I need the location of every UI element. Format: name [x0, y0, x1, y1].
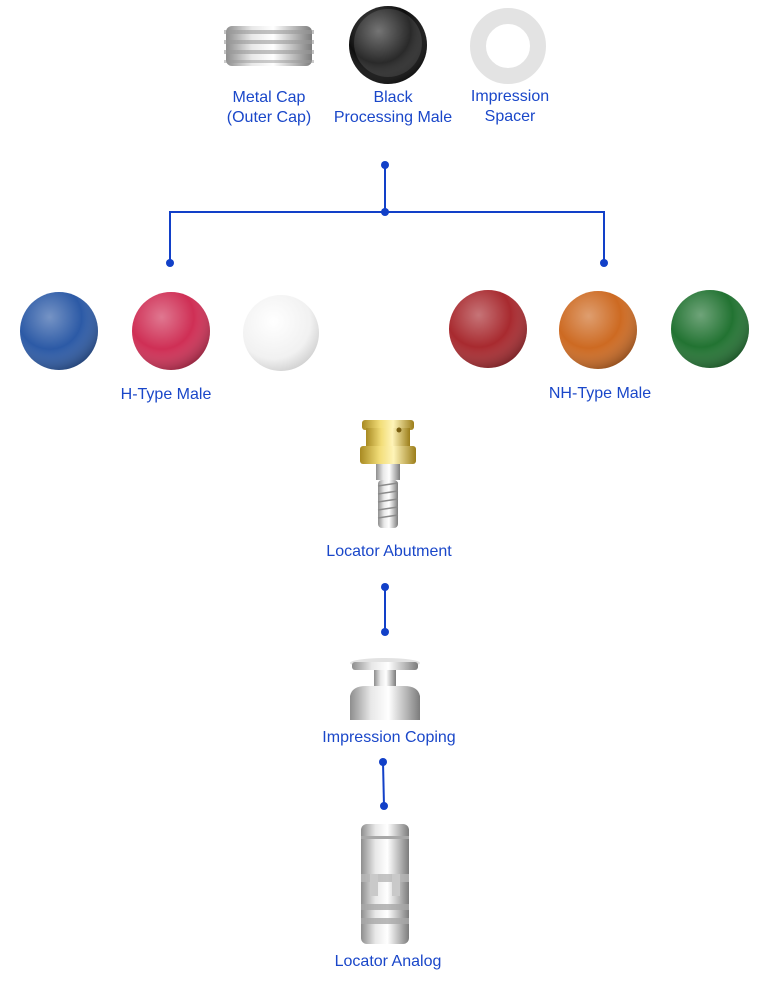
connector-dots [166, 161, 608, 267]
h-type-label: H-Type Male [120, 386, 212, 403]
connector-abutment-coping [381, 583, 389, 636]
abutment-icon [360, 420, 416, 528]
analog-label: Locator Analog [334, 953, 442, 970]
metal-cap-icon [224, 26, 314, 66]
nh-type-label: NH-Type Male [548, 385, 652, 402]
h-type-white-disc-icon [243, 295, 319, 371]
h-type-pink-disc-icon [132, 292, 210, 370]
black-male-label-line1: Black [373, 89, 413, 106]
impression-spacer-label: Impression Spacer [471, 87, 549, 127]
impression-spacer-label-line2: Spacer [484, 108, 536, 125]
nh-type-green-disc-icon [671, 290, 749, 368]
ring-icon [470, 8, 546, 84]
black-disc-icon [349, 6, 427, 84]
metal-cap-label-line2: (Outer Cap) [226, 109, 312, 126]
black-male-label-line2: Processing Male [333, 109, 453, 126]
coping-label: Impression Coping [322, 729, 456, 746]
analog-icon [361, 824, 409, 944]
nh-type-orange-disc-icon [559, 291, 637, 369]
h-type-blue-disc-icon [20, 292, 98, 370]
coping-icon [350, 658, 420, 720]
metal-cap-label: Metal Cap (Outer Cap) [227, 88, 311, 128]
nh-type-red-disc-icon [449, 290, 527, 368]
metal-cap-label-line1: Metal Cap [232, 89, 306, 106]
black-male-label: Black Processing Male [334, 88, 452, 128]
connector-coping-analog [379, 758, 388, 810]
impression-spacer-label-line1: Impression [470, 88, 550, 105]
abutment-label: Locator Abutment [326, 543, 452, 560]
